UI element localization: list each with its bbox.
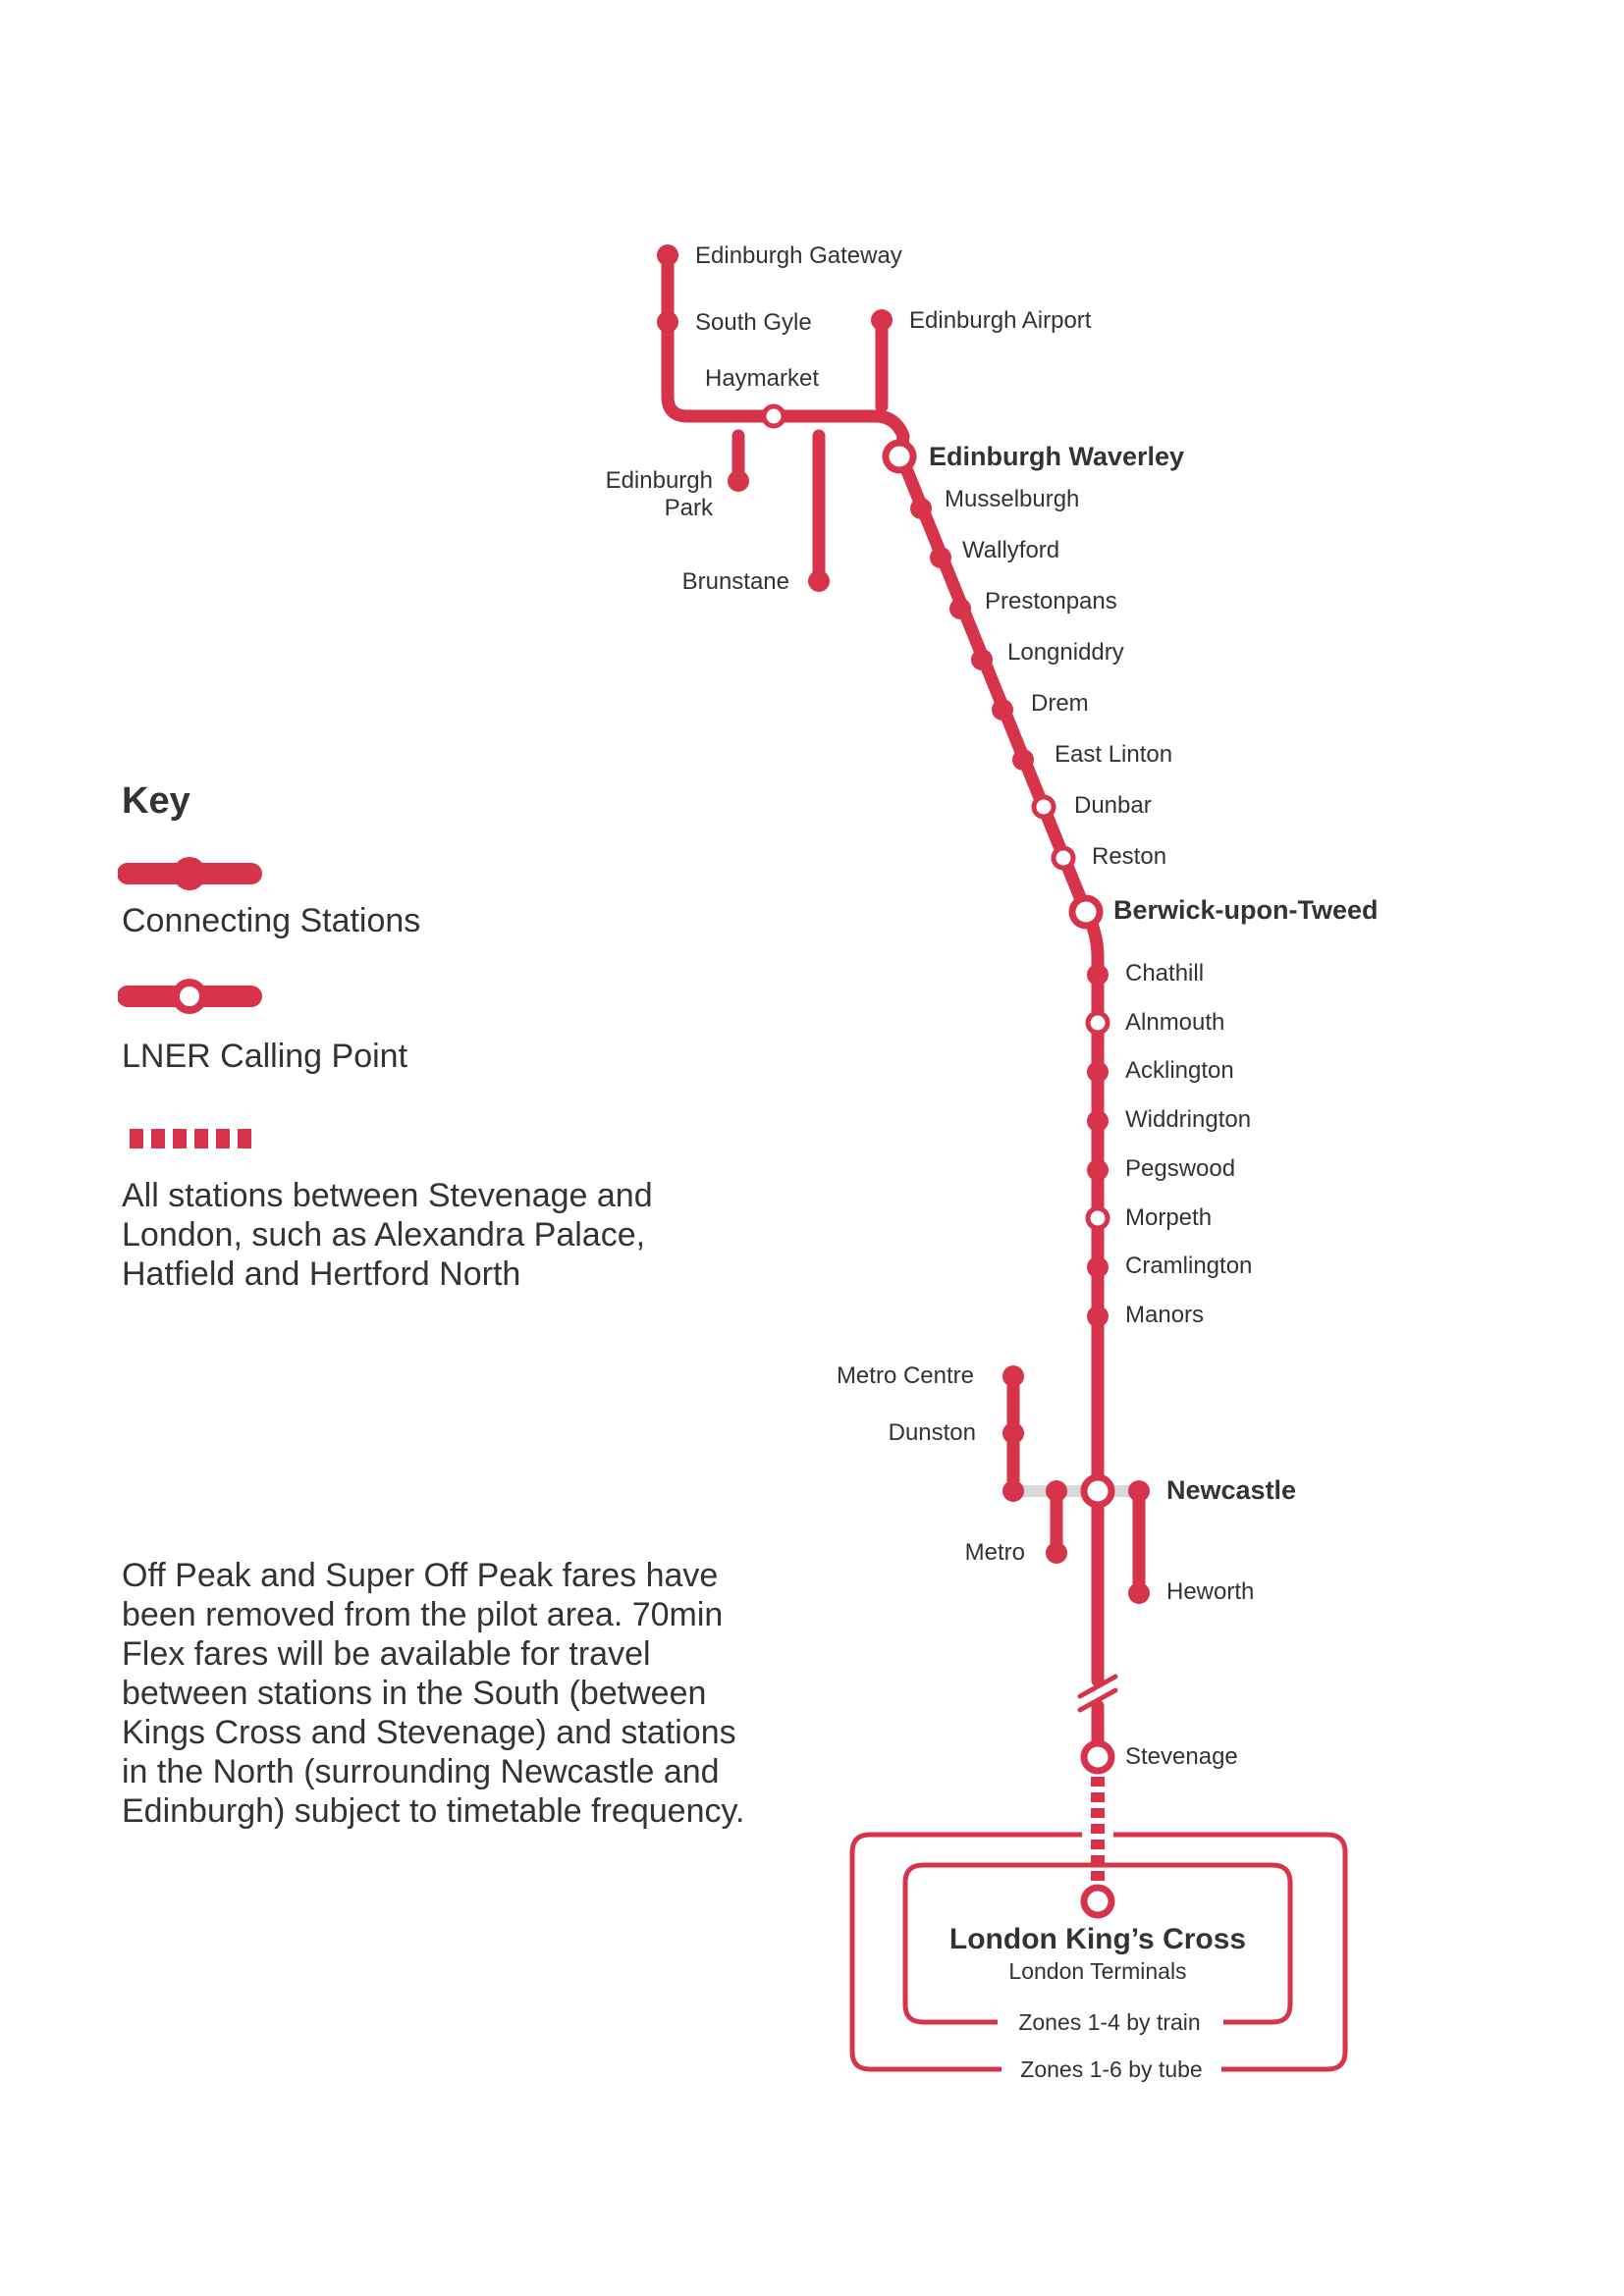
label-widdrington: Widdrington [1125, 1106, 1251, 1133]
calling-point-morpeth [1085, 1205, 1110, 1231]
zone-box-outer [849, 1832, 1348, 2072]
calling-point-edinburgh-waverley [882, 439, 917, 474]
label-reston: Reston [1092, 843, 1166, 870]
label-dunbar: Dunbar [1074, 792, 1152, 819]
key-label-dashed-line: All stations between Stevenage and Londo… [122, 1177, 653, 1293]
station-dot-wallyford [930, 547, 951, 568]
station-dot-metro-centre [1002, 1365, 1024, 1387]
label-metro-centre: Metro Centre [837, 1362, 974, 1389]
station-dot-cramlington [1087, 1256, 1109, 1278]
label-edinburgh-park-1: Edinburgh [606, 467, 713, 494]
line-waverley-berwick [894, 450, 1093, 919]
label-south-gyle: South Gyle [695, 309, 812, 336]
calling-point-newcastle [1080, 1473, 1115, 1509]
label-metro: Metro [965, 1539, 1025, 1566]
label-chathill: Chathill [1125, 960, 1204, 987]
station-dot-drem [992, 699, 1013, 721]
calling-point-alnmouth [1085, 1010, 1110, 1036]
key-label-lner-calling-point: LNER Calling Point [122, 1038, 408, 1075]
label-cramlington: Cramlington [1125, 1253, 1252, 1279]
label-east-linton: East Linton [1055, 741, 1172, 768]
key-label-connecting-stations: Connecting Stations [122, 902, 421, 939]
label-edinburgh-airport: Edinburgh Airport [909, 307, 1092, 334]
calling-point-dunbar [1031, 794, 1056, 820]
station-dot-musselburgh [910, 498, 932, 519]
station-dot-south-gyle [657, 311, 678, 333]
station-dot-metro [1046, 1542, 1067, 1564]
line-edinburgh-gateway-branch [661, 248, 910, 460]
station-dot-edinburgh-airport [871, 309, 893, 331]
label-morpeth: Morpeth [1125, 1204, 1212, 1231]
station-dot-edinburgh-gateway [657, 244, 678, 266]
label-manors: Manors [1125, 1302, 1204, 1328]
station-dot-pegswood [1087, 1159, 1109, 1181]
dashed-stevenage-london [1091, 1777, 1105, 1881]
label-stevenage: Stevenage [1125, 1743, 1238, 1770]
label-edinburgh-gateway: Edinburgh Gateway [695, 242, 902, 269]
label-london-terminals: London Terminals [1008, 1958, 1186, 1984]
key-title: Key [122, 780, 190, 822]
station-dot-acklington [1087, 1061, 1109, 1083]
station-dot-dunston [1002, 1422, 1024, 1444]
label-acklington: Acklington [1125, 1057, 1234, 1084]
label-prestonpans: Prestonpans [985, 588, 1117, 614]
label-longniddry: Longniddry [1007, 639, 1124, 666]
label-heworth: Heworth [1166, 1578, 1254, 1605]
station-dot-metro-a [1046, 1480, 1067, 1502]
label-zone-outer: Zones 1-6 by tube [1020, 2056, 1202, 2082]
calling-point-reston [1051, 845, 1076, 871]
label-wallyford: Wallyford [962, 537, 1059, 563]
label-kings-cross: London King’s Cross [949, 1923, 1246, 1955]
label-alnmouth: Alnmouth [1125, 1009, 1224, 1036]
station-dot-newcastle-east [1128, 1480, 1150, 1502]
calling-point-kings-cross [1080, 1884, 1115, 1919]
label-brunstane: Brunstane [682, 568, 789, 595]
dashed-line-symbol [130, 1129, 251, 1148]
station-dot-edinburgh-park [728, 470, 749, 492]
station-dot-manors [1087, 1306, 1109, 1327]
label-berwick: Berwick-upon-Tweed [1113, 895, 1379, 925]
label-pegswood: Pegswood [1125, 1155, 1235, 1182]
label-haymarket: Haymarket [705, 365, 819, 392]
label-zone-inner: Zones 1-4 by train [1018, 2009, 1200, 2035]
station-dot-chathill [1087, 964, 1109, 986]
label-dunston: Dunston [889, 1419, 976, 1446]
station-dot-heworth [1128, 1582, 1150, 1604]
station-dot-prestonpans [949, 598, 971, 619]
connecting-station-symbol [118, 857, 262, 890]
calling-point-haymarket [761, 403, 786, 429]
label-edinburgh-waverley: Edinburgh Waverley [929, 442, 1184, 471]
label-newcastle: Newcastle [1166, 1475, 1296, 1505]
lner-calling-point-symbol [118, 979, 262, 1014]
station-dot-brunstane [808, 570, 830, 592]
station-dot-widdrington [1087, 1110, 1109, 1132]
zone-box-inner [902, 1862, 1293, 2025]
station-dot-longniddry [971, 649, 993, 670]
fare-note: Off Peak and Super Off Peak fares have b… [122, 1557, 745, 1830]
station-dot-metro-west [1002, 1480, 1024, 1502]
calling-point-berwick [1068, 894, 1104, 930]
line-break-mark [1077, 1674, 1118, 1713]
label-drem: Drem [1031, 690, 1089, 717]
calling-point-stevenage [1080, 1739, 1115, 1775]
label-edinburgh-park-2: Park [665, 495, 714, 521]
label-musselburgh: Musselburgh [945, 486, 1079, 512]
station-dot-east-linton [1012, 749, 1034, 771]
